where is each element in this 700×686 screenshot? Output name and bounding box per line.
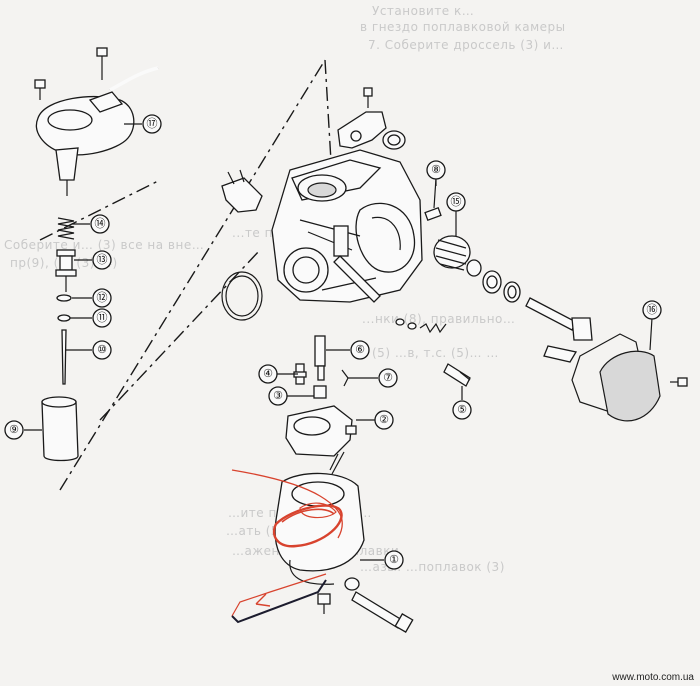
throttle-lever xyxy=(337,111,406,150)
drain-screw xyxy=(317,591,414,633)
callout-15: ⑮ xyxy=(446,192,466,212)
svg-text:⑤: ⑤ xyxy=(457,404,467,416)
float xyxy=(285,405,357,471)
svg-text:⑮: ⑮ xyxy=(451,195,462,208)
top-cover-assembly xyxy=(34,47,159,196)
callout-8: ⑧ xyxy=(426,160,446,180)
ghost-text-line: Установите к… xyxy=(372,4,475,18)
hand-annotation xyxy=(231,469,343,624)
callout-4: ④ xyxy=(258,364,278,384)
svg-text:⑨: ⑨ xyxy=(9,424,19,436)
callout-1: ① xyxy=(384,550,404,570)
site-watermark: www.moto.com.ua xyxy=(612,672,694,683)
main-jet xyxy=(313,385,327,399)
svg-text:⑰: ⑰ xyxy=(147,117,158,130)
callout-6: ⑥ xyxy=(350,340,370,360)
svg-text:⑫: ⑫ xyxy=(97,291,108,304)
svg-text:⑪: ⑪ xyxy=(97,311,108,324)
svg-text:⑩: ⑩ xyxy=(97,344,107,356)
carburetor-body xyxy=(271,149,423,303)
svg-text:⑧: ⑧ xyxy=(431,164,441,176)
choke-spring xyxy=(433,235,521,303)
ghost-text-line: в гнездо поплавковой камеры xyxy=(360,20,566,34)
needle-spring xyxy=(57,217,75,240)
callout-3: ③ xyxy=(268,386,288,406)
callout-13: ⑬ xyxy=(92,250,112,270)
throttle-slide xyxy=(41,396,79,462)
top-screw xyxy=(363,87,373,108)
svg-text:⑦: ⑦ xyxy=(383,372,393,384)
callout-14: ⑭ xyxy=(90,214,110,234)
float-bowl xyxy=(274,472,365,591)
svg-text:⑬: ⑬ xyxy=(97,253,108,266)
svg-text:⑯: ⑯ xyxy=(647,303,658,316)
e-clip xyxy=(56,294,72,302)
callout-bubbles: ⑰ ⑭ ⑬ ⑫ ⑪ ⑩ ⑨ ⑧ ⑮ ⑯ ⑥ ④ ⑦ ③ ② ⑤ ① xyxy=(4,114,662,570)
ghost-text-line: 7. Соберите дроссель (3) и… xyxy=(368,38,564,52)
svg-text:⑥: ⑥ xyxy=(355,344,365,356)
callout-leaders xyxy=(24,123,653,561)
svg-text:①: ① xyxy=(389,554,399,566)
callout-10: ⑩ xyxy=(92,340,112,360)
needle-washer xyxy=(57,314,71,322)
callout-7: ⑦ xyxy=(378,368,398,388)
float-needle-valve xyxy=(331,451,345,475)
ghost-text-line: (5) …в, т.с. (5)… … xyxy=(372,346,499,360)
callout-12: ⑫ xyxy=(92,288,112,308)
pilot-screw-spring xyxy=(424,177,442,221)
float-pin xyxy=(341,369,349,387)
dashed-connector-lines xyxy=(39,59,335,491)
callout-2: ② xyxy=(374,410,394,430)
svg-text:④: ④ xyxy=(263,368,273,380)
choke-fitting xyxy=(221,169,263,213)
throttle-shaft xyxy=(525,297,593,363)
callout-11: ⑪ xyxy=(92,308,112,328)
idle-screw-set xyxy=(395,318,471,387)
needle-retainer xyxy=(55,249,77,292)
ghost-text-line: Соберите и… (3) все на вне… xyxy=(4,238,205,252)
side-cap xyxy=(599,350,688,422)
callout-16: ⑯ xyxy=(642,300,662,320)
o-ring-large xyxy=(221,271,263,321)
callout-5: ⑤ xyxy=(452,400,472,420)
callout-17: ⑰ xyxy=(142,114,162,134)
needle-jet xyxy=(314,335,326,381)
svg-text:⑭: ⑭ xyxy=(95,217,106,230)
callout-9: ⑨ xyxy=(4,420,24,440)
jet-needle xyxy=(61,329,67,385)
svg-text:②: ② xyxy=(379,414,389,426)
svg-text:③: ③ xyxy=(273,390,283,402)
